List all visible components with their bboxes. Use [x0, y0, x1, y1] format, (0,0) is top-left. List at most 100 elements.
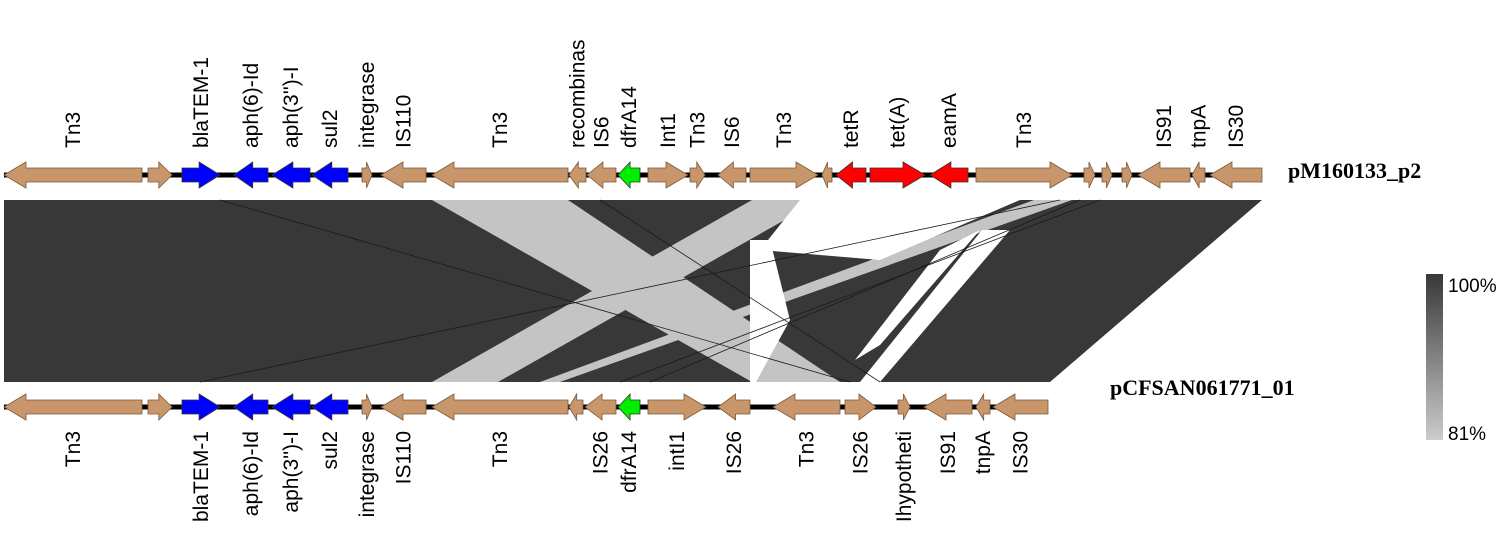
gene-arrow — [147, 393, 173, 421]
gene-arrow — [181, 393, 221, 421]
gene-arrow — [3, 161, 143, 189]
gene-label: tetR — [840, 109, 863, 148]
gene-label: intI1 — [666, 431, 689, 471]
gene-label: recombinas — [567, 39, 590, 148]
gene-arrow — [584, 393, 617, 421]
gene-arrow — [311, 393, 349, 421]
gene-label: integrase — [356, 431, 379, 517]
gene-label: dfrA14 — [618, 86, 641, 148]
gene-arrow — [835, 161, 867, 189]
gene-label: integrase — [356, 62, 379, 148]
blast-gap-region — [860, 230, 1010, 382]
gene-arrow — [821, 161, 833, 189]
gene-label: IS110 — [393, 431, 416, 484]
gene-arrow — [380, 161, 427, 189]
gene-arrow — [181, 161, 221, 189]
gene-arrow — [1191, 161, 1206, 189]
gene-arrow — [647, 161, 689, 189]
gene-label: blaTEM-1 — [190, 57, 213, 148]
gene-label: Tn3 — [796, 431, 819, 467]
gene-label: Tn3 — [62, 431, 85, 467]
gene-arrow — [311, 161, 349, 189]
gene-label: IS6 — [721, 116, 744, 148]
identity-legend: 100% 81% — [1426, 274, 1497, 445]
top-plasmid-track: Tn3 blaTEM-1 aph(6)-Id aph(3'')-I sul2 integr… — [3, 39, 1263, 190]
gene-arrow — [647, 393, 707, 421]
gene-label: Tn3 — [489, 112, 512, 148]
gene-label: tet(A) — [887, 97, 910, 148]
identity-color-scale — [1426, 274, 1443, 440]
gene-label: sul2 — [319, 109, 342, 148]
bottom-plasmid-name: pCFSAN061771_01 — [1110, 375, 1295, 400]
top-plasmid-name: pM160133_p2 — [1288, 158, 1421, 183]
gene-arrow — [361, 393, 373, 421]
blast-gap-region — [760, 200, 1020, 260]
gene-arrow — [929, 161, 969, 189]
gene-arrow — [717, 161, 747, 189]
gene-arrow — [749, 161, 819, 189]
gene-arrow — [431, 161, 569, 189]
gene-label: blaTEM-1 — [190, 431, 213, 522]
gene-label: aph(3'')-I — [280, 66, 303, 148]
gene-label: Int1 — [657, 113, 680, 148]
gene-arrow — [717, 393, 751, 421]
gene-arrow — [147, 161, 173, 189]
gene-arrow — [233, 393, 269, 421]
gene-label: tnpA — [972, 431, 995, 474]
gene-arrow — [617, 160, 641, 190]
blast-gap-region — [855, 230, 980, 360]
gene-label: Tn3 — [489, 431, 512, 467]
gene-label: Tn3 — [62, 112, 85, 148]
gene-arrow — [568, 392, 584, 422]
gene-label: Tn3 — [773, 112, 796, 148]
gene-arrow — [975, 392, 991, 422]
blast-match-line — [599, 199, 881, 383]
blast-match-line — [199, 199, 1061, 383]
gene-label: IS30 — [1010, 431, 1033, 474]
bottom-plasmid-track: Tn3 blaTEM-1 aph(6)-Id aph(3'')-I sul2 integr… — [3, 392, 1049, 522]
gene-arrow — [1209, 161, 1263, 189]
gene-label: IS91 — [1153, 105, 1176, 148]
gene-label: dfrA14 — [618, 431, 641, 493]
gene-label: Ihypotheti — [893, 431, 916, 522]
gene-arrow — [233, 161, 269, 189]
gene-label: IS91 — [937, 431, 960, 474]
gene-arrow — [1101, 161, 1113, 189]
gene-label: Tn3 — [687, 112, 710, 148]
gene-label: aph(6)-Id — [240, 431, 263, 516]
blast-match-line — [649, 199, 1081, 383]
gene-arrow — [1137, 161, 1191, 189]
gene-arrow — [380, 393, 427, 421]
gene-arrow — [568, 160, 587, 190]
gene-arrow — [3, 393, 143, 421]
gene-label: IS110 — [393, 95, 416, 148]
gene-label: sul2 — [319, 431, 342, 470]
gene-label: Tn3 — [1013, 112, 1036, 148]
gene-arrow — [271, 161, 311, 189]
gene-arrow — [271, 393, 311, 421]
gene-arrow — [992, 393, 1049, 421]
gene-label: aph(3'')-I — [280, 431, 303, 513]
blast-match-low-identity — [540, 200, 1072, 382]
blast-match-low-identity — [432, 200, 820, 382]
gene-label: aph(6)-Id — [240, 63, 263, 148]
gene-label: IS30 — [1225, 105, 1248, 148]
gene-arrow — [617, 392, 641, 422]
gene-arrow — [431, 393, 569, 421]
gene-arrow — [689, 160, 706, 190]
gene-label: IS26 — [590, 431, 613, 474]
gene-arrow — [361, 161, 373, 189]
gene-label: eamA — [938, 93, 961, 148]
blast-match-line — [219, 199, 851, 383]
gene-arrow — [975, 161, 1073, 189]
gene-arrow — [1121, 161, 1133, 189]
gene-label: IS26 — [850, 431, 873, 474]
gene-arrow — [1083, 161, 1096, 189]
gene-arrow — [923, 393, 973, 421]
gene-arrow — [869, 161, 926, 189]
gene-arrow — [897, 393, 911, 421]
blast-match-line — [619, 199, 1101, 383]
gene-arrow — [586, 161, 617, 189]
